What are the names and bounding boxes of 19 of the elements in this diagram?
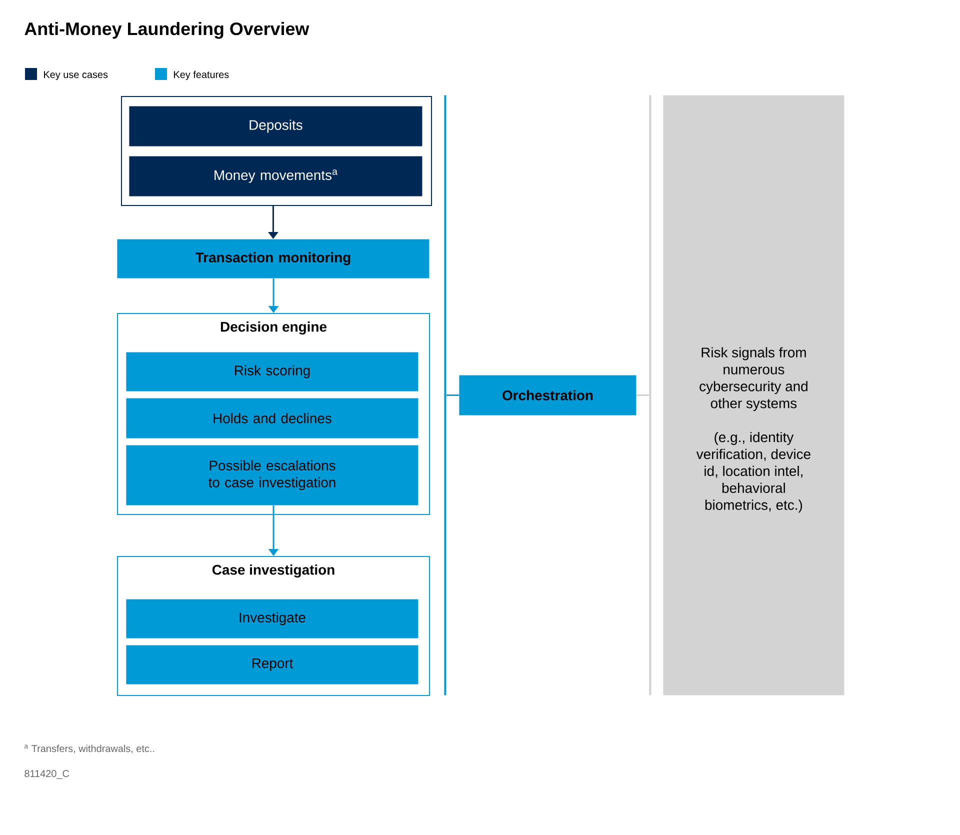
use-case-box: Money movements$^{a}$ bbox=[129, 156, 422, 196]
legend-label: Key use cases bbox=[44, 71, 108, 80]
feature-box: Investigate bbox=[126, 599, 418, 638]
connector-line bbox=[446, 394, 459, 396]
feature-box: Holds and declines bbox=[126, 398, 418, 438]
connector-line bbox=[636, 394, 649, 396]
feature-box: Report bbox=[126, 645, 418, 684]
use-case-box: Deposits bbox=[129, 106, 422, 146]
title: Anti-Money Laundering Overview bbox=[24, 22, 310, 39]
feature-box: Risk scoring bbox=[126, 352, 418, 392]
vertical-line bbox=[649, 95, 652, 696]
process-box: Orchestration bbox=[459, 375, 636, 416]
feature-box: Possible escalations to case investigation bbox=[126, 445, 418, 506]
figure-id: 811420_C bbox=[24, 770, 70, 779]
process-box: Transaction monitoring bbox=[117, 239, 430, 278]
info-panel: Risk signals from numerous cybersecurity and other systems (e.g., identity verification, device id, location intel, behavioral biometrics, etc.) bbox=[663, 95, 844, 696]
footnote: $^{a}$ Transfers, withdrawals, etc.. bbox=[24, 744, 154, 754]
vertical-line bbox=[444, 95, 446, 696]
legend-label: Key features bbox=[174, 70, 229, 80]
